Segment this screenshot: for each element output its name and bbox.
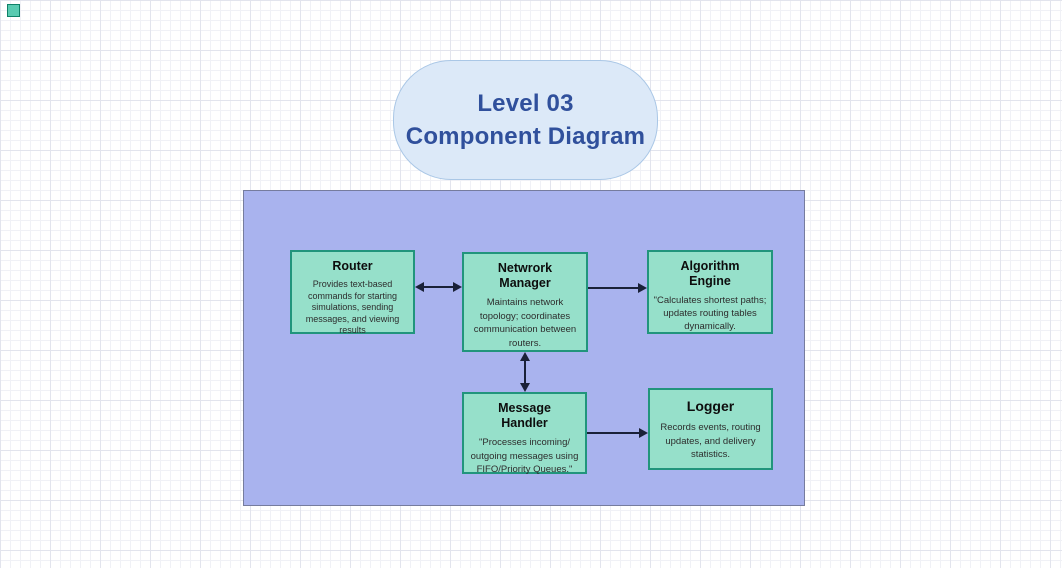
component-title: Router	[332, 259, 373, 273]
arrowhead-right	[453, 282, 462, 292]
component-description: Maintains network topology; coordinates …	[473, 297, 577, 349]
arrowhead-up	[520, 352, 530, 361]
arrowhead-down	[520, 383, 530, 392]
diagram-title: Level 03 Component Diagram	[405, 90, 646, 150]
arrow-line	[588, 287, 640, 289]
arrow-network-manager-message-handler[interactable]	[519, 352, 531, 392]
component-title: Netwrork Manager	[497, 261, 553, 290]
component-description: Records events, routing updates, and del…	[660, 422, 761, 460]
component-title: Logger	[686, 398, 735, 414]
component-logger[interactable]: Logger Records events, routing updates, …	[648, 388, 773, 470]
arrowhead-right	[639, 428, 648, 438]
arrowhead-right	[638, 283, 647, 293]
corner-shape-marker[interactable]	[7, 4, 20, 17]
component-algorithm-engine[interactable]: Algorithm Engine "Calculates shortest pa…	[647, 250, 773, 334]
arrow-message-handler-logger[interactable]	[587, 427, 648, 439]
component-description: "Calculates shortest paths; updates rout…	[653, 295, 767, 332]
component-network-manager[interactable]: Netwrork Manager Maintains network topol…	[462, 252, 588, 352]
arrow-router-network-manager[interactable]	[415, 281, 462, 293]
arrow-line	[422, 286, 455, 288]
arrow-line	[524, 359, 526, 385]
component-title: Message Handler	[498, 401, 551, 430]
arrowhead-left	[415, 282, 424, 292]
arrow-line	[587, 432, 641, 434]
component-message-handler[interactable]: Message Handler "Processes incoming/ out…	[462, 392, 587, 475]
component-router[interactable]: Router Provides text-based commands for …	[290, 250, 415, 335]
component-description: Provides text-based commands for startin…	[305, 279, 400, 335]
component-title: Algorithm Engine	[680, 259, 740, 288]
component-description: "Processes incoming/ outgoing messages u…	[470, 437, 579, 475]
arrow-network-manager-algorithm-engine[interactable]	[588, 282, 647, 294]
diagram-title-bubble[interactable]: Level 03 Component Diagram	[393, 60, 658, 180]
